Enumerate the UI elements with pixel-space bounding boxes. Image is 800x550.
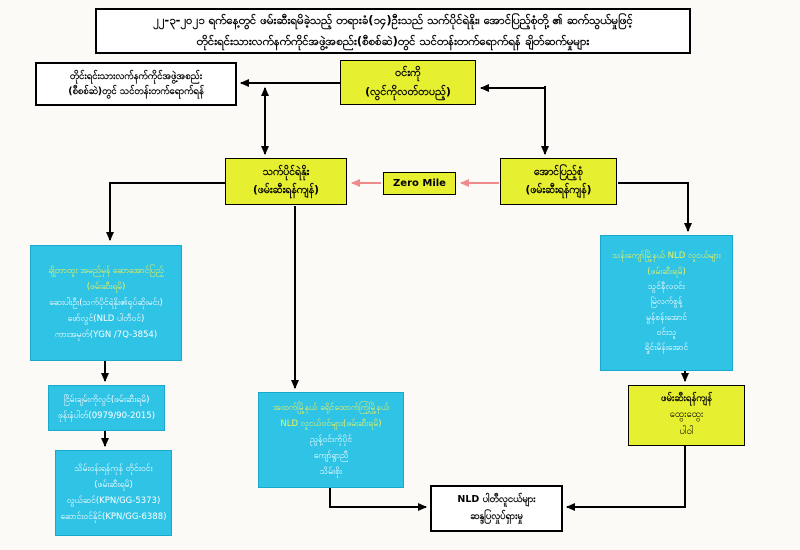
remaining-line-1: ထွေးထွေး [669, 409, 704, 421]
left-phone-line-2: ဖုန်းနံပါတ်(0979/90-2015) [57, 411, 156, 421]
right-nld-line-7: ရှိုင်းမိန်းအောင် [644, 343, 689, 354]
left-detail-line-5: ကားအမှတ်(YGN /7Q-3854) [54, 330, 158, 341]
win-ko-name: ဝင်းကို [395, 65, 421, 79]
mid-township-line-1: အထက်မြို့နယ် ခရိုင်ထောက်ကြံ့မြို့နယ် [272, 402, 390, 413]
left-yangon-line-3: လွယ်ဆင်(KPN/GG-5373) [66, 496, 161, 506]
training-note-line-2: (စီစစ်ဆဲ)တွင် သင်တန်းတက်ရောက်ရန် [68, 86, 204, 97]
left-detail-line-1: ချိုဘာထူး အမည်မှန် ဆောအောင်ပြည့် [48, 265, 164, 276]
node-training-note: တိုင်းရင်းသားလက်နက်ကိုင်အဖွဲ့အစည်း (စီစစ… [35, 62, 237, 106]
node-thet-paing: သက်ပိုင်ရဲနိုး (ဖမ်းဆီးရန်ကျန်) [225, 158, 347, 205]
node-nld-protest: NLD ပါတီလူငယ်များ ဆန္ဒပြလှုပ်ရှားမှု [430, 485, 563, 532]
left-detail-line-4: ဖော်လွင်(NLD ပါတီဝင်) [67, 314, 145, 325]
right-nld-line-1: သန်းကျော်မြို့နယ် NLD လူငယ်များ [612, 251, 721, 262]
thet-paing-sub: (ဖမ်းဆီးရန်ကျန်) [253, 183, 319, 196]
diagram-title: ၂၂-၃-၂၀၂၁ ရက်နေ့တွင် ဖမ်းဆီးရမိခဲ့သည့် တ… [95, 8, 691, 54]
node-remaining: ဖမ်းဆီးရန်ကျန် ထွေးထွေး ပါဝါ [628, 385, 745, 446]
node-left-yangon: သိမ်းဝန်းရန်ကုန် တိုင်းဝင်း (ဖမ်းဆီးရမိ)… [55, 450, 172, 536]
mid-township-line-2: NLD လူငယ်ဝင်များ(ဖမ်းဆီးရမိ) [280, 418, 382, 429]
mid-township-line-4: ကျော်ရွာညီ [313, 451, 349, 462]
right-nld-line-5: မွန်စန်းအောင် [646, 312, 687, 323]
nld-protest-line-1: NLD ပါတီလူငယ်များ [457, 494, 536, 506]
remaining-title: ဖမ်းဆီးရန်ကျန် [661, 393, 712, 405]
left-yangon-line-2: (ဖမ်းဆီးရမိ) [94, 479, 133, 490]
aung-pyae-sub: (ဖမ်းဆီးရန်ကျန်) [525, 183, 592, 196]
title-line-1: ၂၂-၃-၂၀၂၁ ရက်နေ့တွင် ဖမ်းဆီးရမိခဲ့သည့် တ… [153, 13, 633, 28]
left-detail-line-2: (ဖမ်းဆီးရမိ) [86, 281, 126, 292]
thet-paing-name: သက်ပိုင်ရဲနိုး [262, 165, 310, 178]
left-yangon-line-1: သိမ်းဝန်းရန်ကုန် တိုင်းဝင်း [74, 463, 153, 474]
title-line-2: တိုင်းရင်းသားလက်နက်ကိုင်အဖွဲ့အစည်း(စီစစ်… [196, 34, 590, 48]
node-left-phone: ငြိမ်းချမ်းကိုလွင်(ဖမ်းဆီးရမိ) ဖုန်းနံပါ… [48, 385, 165, 431]
remaining-line-2: ပါဝါ [679, 425, 694, 437]
right-nld-line-3: သွင်နီလဝင်း [648, 282, 685, 293]
node-left-detail: ချိုဘာထူး အမည်မှန် ဆောအောင်ပြည့် (ဖမ်းဆီ… [30, 245, 182, 361]
left-phone-line-1: ငြိမ်းချမ်းကိုလွင်(ဖမ်းဆီးရမိ) [63, 394, 150, 405]
nld-protest-line-2: ဆန္ဒပြလှုပ်ရှားမှု [470, 510, 523, 522]
mid-township-line-5: သိမ်းစိုး [319, 467, 343, 478]
aung-pyae-name: အောင်ပြည့်စုံ [534, 165, 583, 178]
mid-township-line-3: ညွန့်ဝင်းကိုပိုင် [309, 434, 353, 445]
training-note-line-1: တိုင်းရင်းသားလက်နက်ကိုင်အဖွဲ့အစည်း [69, 70, 203, 82]
right-nld-line-6: ဝင်းသူ [656, 327, 677, 338]
left-yangon-line-4: ဆောင်းဝင်နိုင်(KPN/GG-6388) [60, 512, 167, 523]
node-aung-pyae: အောင်ပြည့်စုံ (ဖမ်းဆီးရန်ကျန်) [500, 158, 617, 205]
left-detail-line-3: ဆေးပါးဦး(သက်ပိုင်ရဲနိုး၏ရုပ်ဆိုးမင်း) [49, 297, 163, 308]
right-nld-line-2: (ဖမ်းဆီးရမိ) [647, 266, 686, 277]
zero-mile-label: Zero Mile [393, 178, 446, 189]
node-win-ko: ဝင်းကို (လွင်ကိုလတ်တပည့်) [340, 60, 476, 105]
node-zero-mile: Zero Mile [383, 172, 456, 195]
node-right-nld: သန်းကျော်မြို့နယ် NLD လူငယ်များ (ဖမ်းဆီး… [600, 235, 733, 371]
node-mid-township: အထက်မြို့နယ် ခရိုင်ထောက်ကြံ့မြို့နယ် NLD… [258, 392, 404, 488]
right-nld-line-4: မြဲလက်စွန့် [650, 297, 683, 308]
win-ko-sub: (လွင်ကိုလတ်တပည့်) [365, 84, 451, 98]
